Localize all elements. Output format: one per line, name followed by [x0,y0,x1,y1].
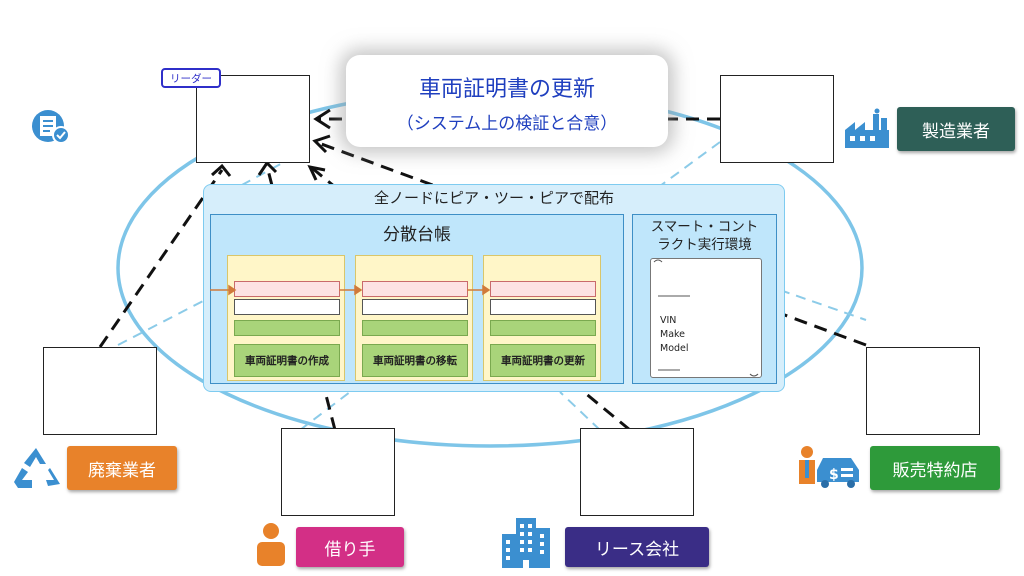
node-scrapper [43,347,157,435]
label-leasing: リース会社 [565,527,709,567]
ledger-block: 車両証明書の移転 [355,255,473,381]
dealer-car-icon: $ [799,446,859,488]
title-main: 車両証明書の更新 [418,77,595,102]
ledger-block: 車両証明書の更新 [483,255,601,381]
ledger-title: 分散台帳 [383,225,451,245]
title-box: 車両証明書の更新 （システム上の検証と合意） [346,55,668,147]
label-manufacturer: 製造業者 [897,107,1015,151]
smart-contract-title: スマート・コント ラクト実行環境 [650,219,759,253]
node-borrower [281,428,395,516]
contract-field: VIN [660,315,677,326]
title-sub: （システム上の検証と合意） [396,114,618,134]
contract-scroll [650,258,762,378]
building-icon [502,518,550,568]
contract-field: Make [660,329,686,340]
document-check-icon [32,110,70,144]
scroll-lines [653,259,759,377]
node-leasing [580,428,694,516]
label-borrower: 借り手 [296,527,404,567]
factory-icon [845,108,889,148]
block-label: 車両証明書の更新 [490,344,596,377]
contract-field: Model [660,343,689,354]
person-icon [257,523,285,566]
leader-tag: リーダー [161,68,221,88]
label-dealer: 販売特約店 [870,446,1000,490]
node-leader [196,75,310,163]
chain-arrows [210,284,491,296]
label-scrapper: 廃棄業者 [67,446,177,490]
node-dealer [866,347,980,435]
network-label: 全ノードにピア・ツー・ピアで配布 [373,189,614,207]
block-label: 車両証明書の作成 [234,344,340,377]
svg-text:$: $ [829,467,839,483]
node-manufacturer [720,75,834,163]
recycle-icon [14,448,60,488]
ledger-block: 車両証明書の作成 [227,255,345,381]
block-label: 車両証明書の移転 [362,344,468,377]
